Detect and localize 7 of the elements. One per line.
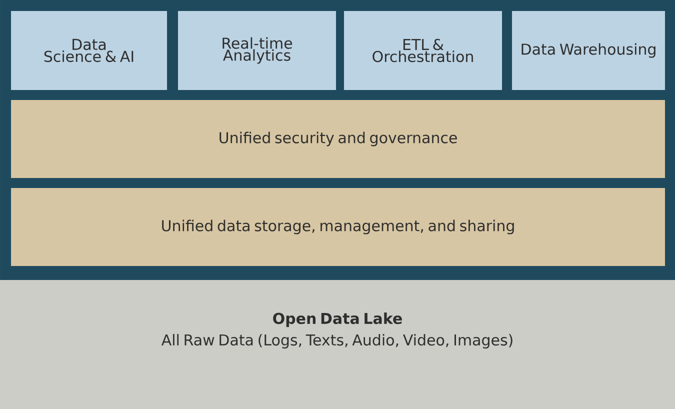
workload-box: Real-time Analytics — [178, 11, 336, 90]
data-lake-band: Open Data Lake All Raw Data (Logs, Texts, Audio, Video, Images) — [0, 280, 675, 409]
workload-box: Data Science & AI — [11, 11, 167, 90]
layer-band: Unified data storage, management, and sharing — [11, 188, 665, 266]
layer-band: Unified security and governance — [11, 100, 665, 178]
workload-box: ETL & Orchestration — [344, 11, 502, 90]
workload-box: Data Warehousing — [512, 11, 665, 90]
